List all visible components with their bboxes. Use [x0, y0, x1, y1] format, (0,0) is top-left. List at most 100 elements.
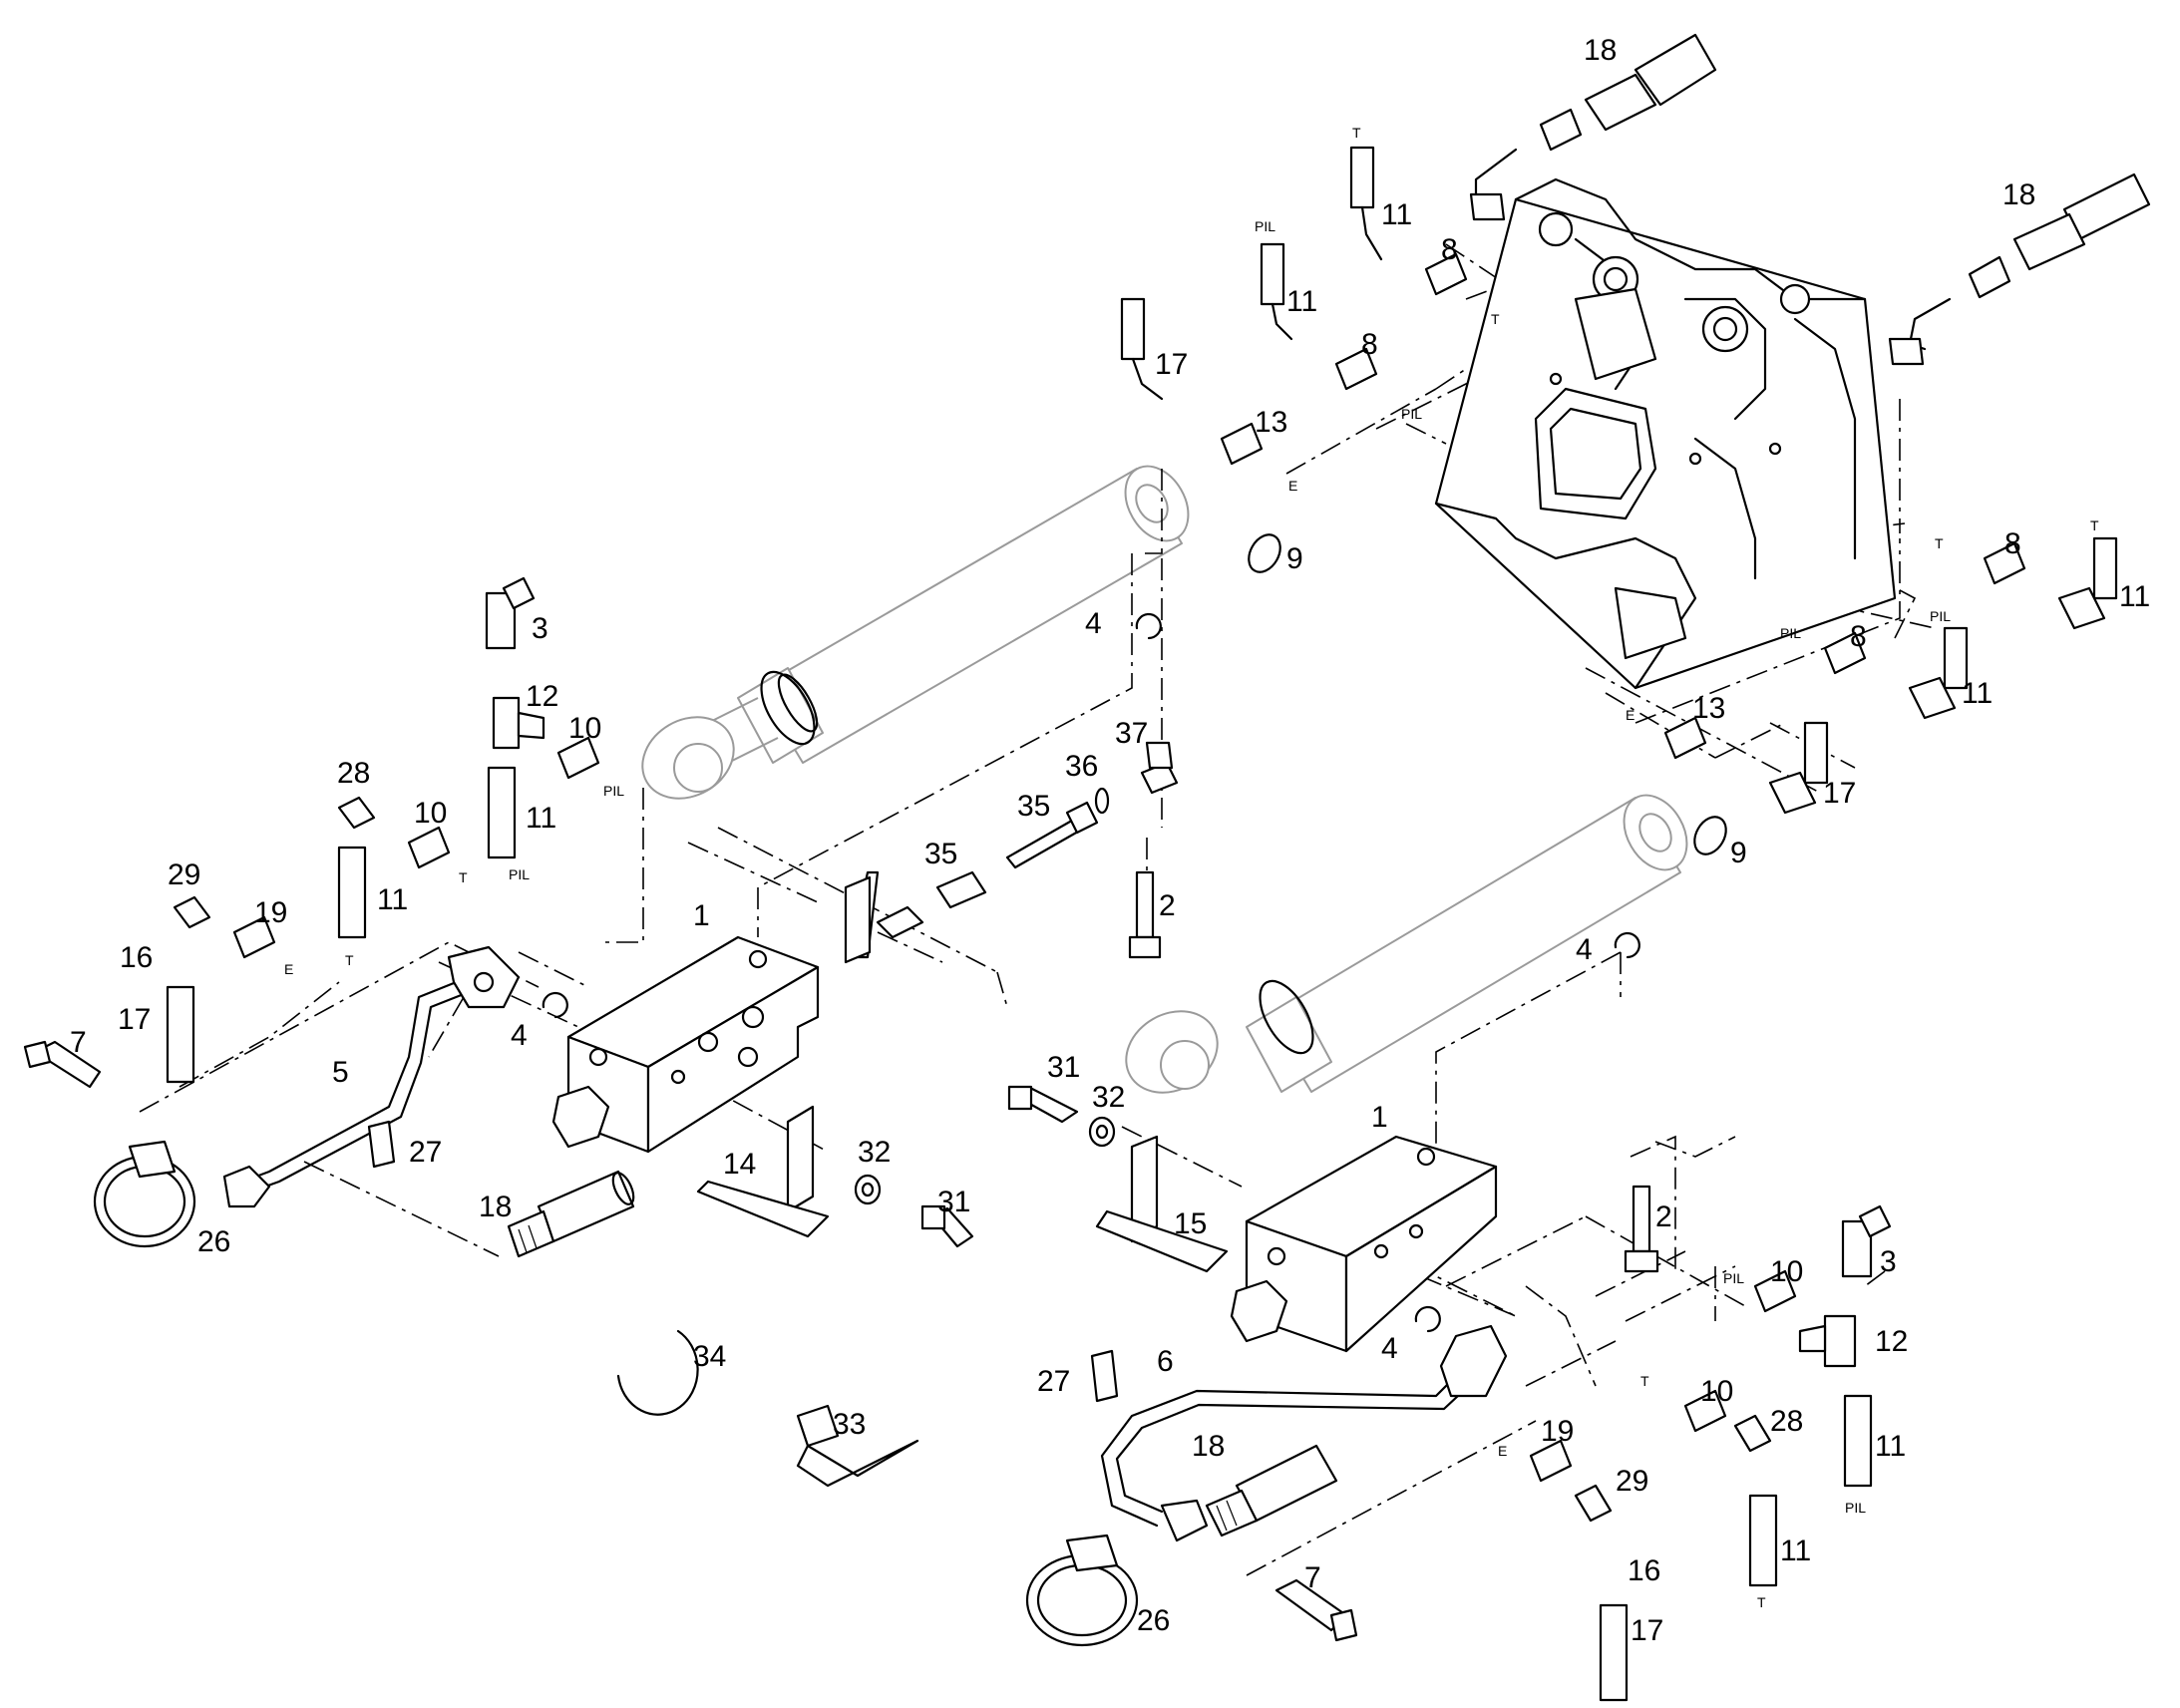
cab-frame-bracket — [1434, 177, 1897, 690]
callout-27: 27 — [409, 1136, 442, 1169]
pipe-6 — [1100, 1324, 1508, 1528]
fitting-37 — [1140, 741, 1179, 795]
port-label-pil: PIL — [1401, 406, 1422, 422]
callout-2: 2 — [1655, 1200, 1672, 1233]
port-label-t: T — [1640, 1373, 1649, 1389]
hose-18-lower — [1160, 1444, 1338, 1542]
callout-labels: 1 1 2 2 3 3 4 4 4 4 5 6 7 7 8 8 8 8 9 9 … — [70, 34, 2150, 1647]
callout-11: 11 — [377, 883, 408, 916]
callout-26: 26 — [1137, 1604, 1170, 1637]
callout-7: 7 — [70, 1026, 87, 1059]
callout-19: 19 — [254, 896, 287, 929]
callout-3: 3 — [532, 612, 548, 645]
callout-18: 18 — [1192, 1430, 1225, 1463]
upper-hydraulic-cylinder-phantom — [641, 465, 1190, 800]
callout-36: 36 — [1065, 750, 1098, 783]
callout-18: 18 — [1584, 34, 1617, 67]
coupler-3-group — [485, 576, 1892, 1278]
callout-17: 17 — [1155, 348, 1188, 381]
seal-ring-9-upper — [1248, 533, 1281, 573]
lower-hydraulic-cylinder-phantom — [1125, 794, 1688, 1094]
callout-11: 11 — [1962, 677, 1993, 710]
port-label-e: E — [1626, 707, 1635, 723]
hose-stub-17-group — [166, 297, 1829, 1702]
callout-37: 37 — [1115, 717, 1148, 750]
callout-28: 28 — [337, 757, 370, 790]
callout-10: 10 — [414, 797, 447, 830]
callout-7: 7 — [1304, 1561, 1321, 1594]
callout-11: 11 — [1286, 285, 1317, 318]
elbow-28-29-group — [173, 796, 1772, 1523]
callout-34: 34 — [693, 1340, 726, 1373]
ring-36 — [1094, 787, 1110, 815]
callout-10: 10 — [568, 712, 601, 745]
callout-9: 9 — [1286, 542, 1303, 575]
callout-11: 11 — [1875, 1430, 1906, 1463]
bolt-2-right — [1624, 1185, 1659, 1273]
callout-14: 14 — [723, 1148, 756, 1181]
callout-17: 17 — [118, 1003, 151, 1036]
bracket-15 — [1095, 1135, 1229, 1273]
bolt-7-lower — [1274, 1578, 1358, 1642]
callout-5: 5 — [332, 1056, 349, 1089]
port-labels: T PIL T PIL E T T PIL PIL E PIL T PIL E … — [284, 125, 2099, 1610]
callout-8: 8 — [2004, 527, 2021, 560]
port-label-t: T — [2090, 517, 2099, 533]
valve-block-right — [1230, 1135, 1498, 1353]
callout-27: 27 — [1037, 1365, 1070, 1398]
clip-27-right — [1090, 1349, 1119, 1403]
hose-18-right — [1888, 172, 2151, 366]
callout-6: 6 — [1157, 1345, 1174, 1378]
port-label-pil: PIL — [1255, 218, 1275, 234]
seal-ring-9-lower — [1693, 816, 1727, 855]
adapter-group — [232, 252, 2026, 1483]
port-label-e: E — [284, 961, 293, 977]
hose-18-left — [507, 1170, 635, 1258]
port-label-pil: PIL — [1930, 608, 1951, 624]
port-label-t: T — [1352, 125, 1361, 141]
callout-16: 16 — [120, 941, 153, 974]
callout-32: 32 — [858, 1136, 891, 1169]
pin-35 — [856, 801, 1099, 959]
callout-8: 8 — [1850, 620, 1867, 653]
hose-clamp-26-right — [1025, 1534, 1139, 1647]
bolt-2-left — [1128, 870, 1162, 959]
port-label-pil: PIL — [1723, 1270, 1744, 1286]
callout-11: 11 — [2119, 580, 2150, 613]
callout-29: 29 — [1616, 1465, 1648, 1498]
callout-35: 35 — [924, 838, 957, 870]
callout-18: 18 — [2002, 178, 2035, 211]
port-label-pil: PIL — [1780, 625, 1801, 641]
callout-29: 29 — [168, 858, 200, 891]
callout-19: 19 — [1541, 1415, 1574, 1448]
lower-cylinder-seal-ring — [1259, 979, 1314, 1055]
port-label-t: T — [459, 869, 468, 885]
callout-2: 2 — [1159, 889, 1176, 922]
bracket-14 — [696, 1105, 830, 1238]
callout-31: 31 — [937, 1186, 970, 1218]
bolt-31-right — [1007, 1085, 1079, 1124]
port-label-t: T — [345, 952, 354, 968]
washer-32-right — [1088, 1116, 1116, 1148]
port-label-pil: PIL — [1845, 1500, 1866, 1516]
tee-12-group — [492, 696, 1857, 1368]
callout-11: 11 — [1780, 1535, 1811, 1567]
callout-13: 13 — [1692, 692, 1725, 725]
callout-3: 3 — [1880, 1245, 1897, 1278]
port-label-pil: PIL — [509, 866, 530, 882]
callout-12: 12 — [1875, 1325, 1908, 1358]
callout-28: 28 — [1770, 1405, 1803, 1438]
port-label-t: T — [1935, 535, 1944, 551]
hose-clamp-26-left — [93, 1140, 196, 1248]
callout-9: 9 — [1730, 837, 1747, 869]
callout-18: 18 — [479, 1191, 512, 1223]
callout-12: 12 — [526, 680, 558, 713]
hose-18-top — [1469, 33, 1717, 221]
snap-ring-34 — [616, 1329, 699, 1416]
callout-4: 4 — [1085, 607, 1102, 640]
callout-35: 35 — [1017, 790, 1050, 823]
callout-17: 17 — [1631, 1614, 1663, 1647]
callout-17: 17 — [1823, 777, 1856, 810]
bolt-7-left — [23, 1040, 102, 1089]
